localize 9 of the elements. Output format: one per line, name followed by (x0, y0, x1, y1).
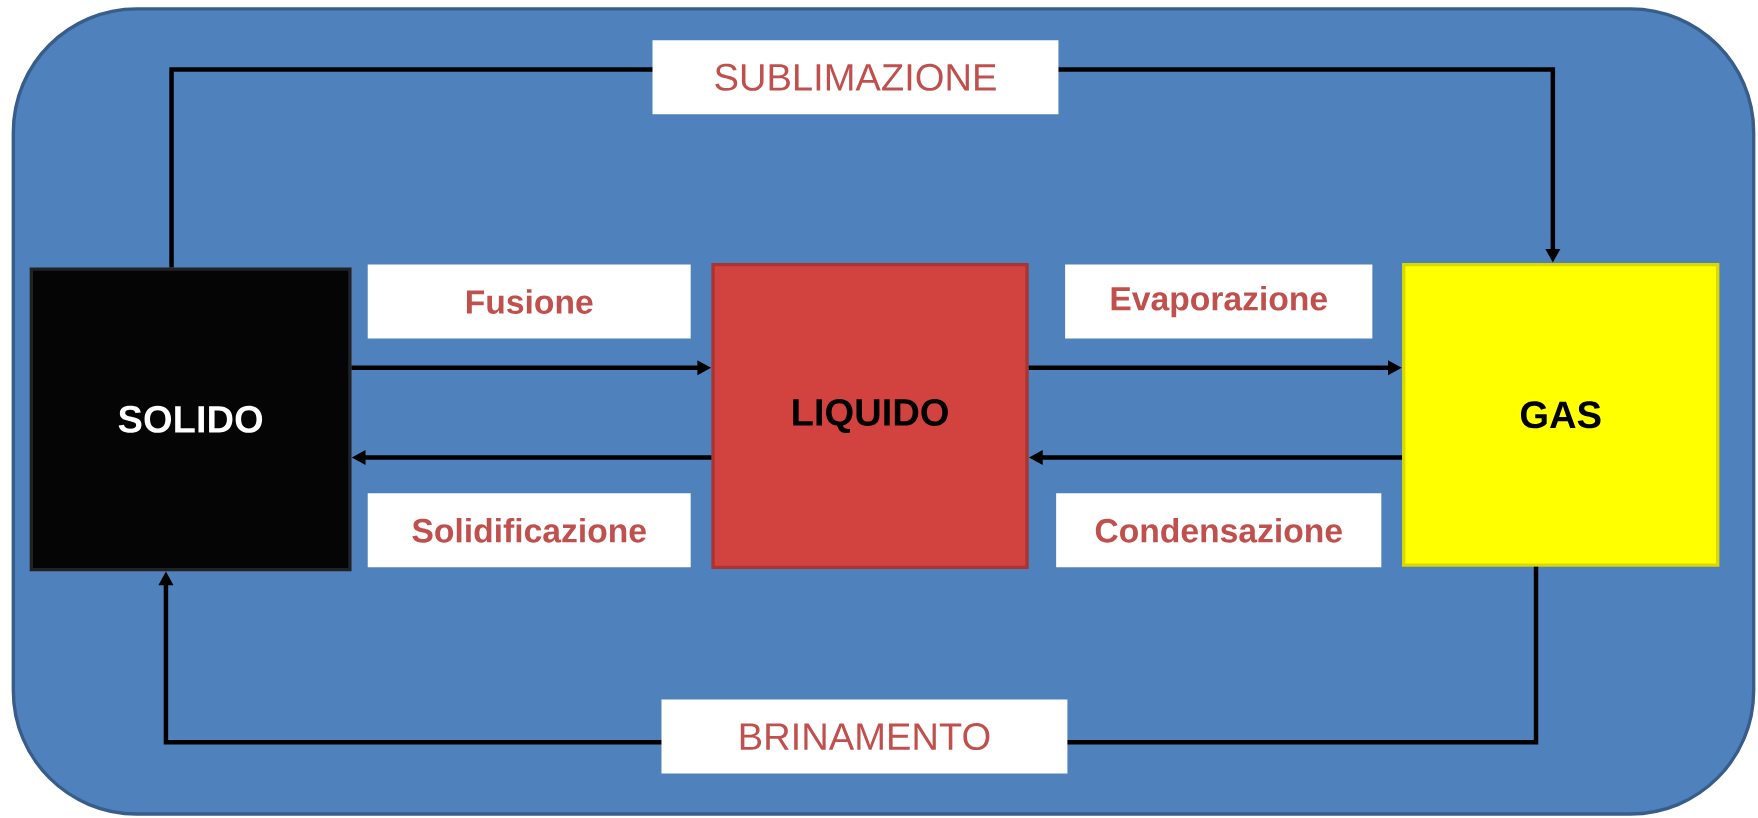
state-box: SOLIDO (29, 267, 352, 572)
edge-label: Solidificazione (367, 493, 691, 568)
edge-label: SUBLIMAZIONE (652, 40, 1059, 115)
edge-label: BRINAMENTO (661, 699, 1068, 774)
state-box: LIQUIDO (711, 262, 1029, 569)
edge-label: Fusione (367, 264, 691, 339)
edge-label: Evaporazione (1065, 264, 1373, 339)
state-box: GAS (1402, 262, 1720, 567)
edge-label: Condensazione (1056, 493, 1382, 568)
